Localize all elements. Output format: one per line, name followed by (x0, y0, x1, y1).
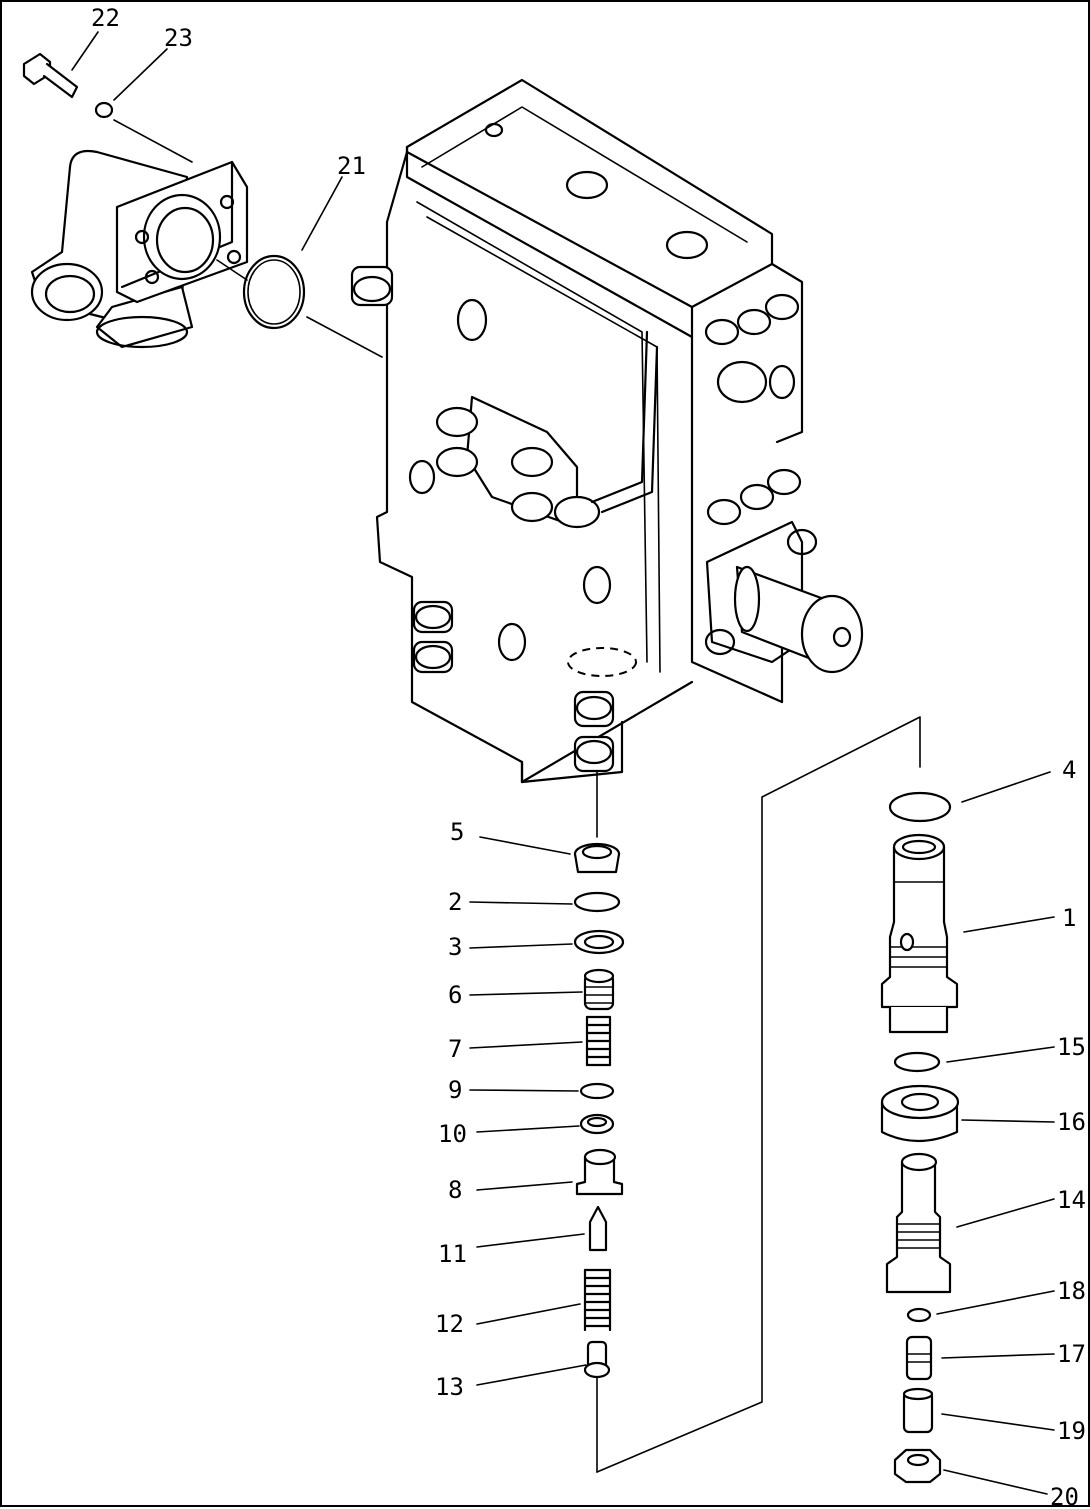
callout-15: 15 (1057, 1033, 1086, 1061)
callout-12: 12 (435, 1310, 464, 1338)
callout-22: 22 (91, 4, 120, 32)
callout-1: 1 (1062, 904, 1076, 932)
callouts: 22 23 21 4 5 2 3 6 7 9 10 8 11 12 13 1 1… (91, 4, 1086, 1509)
solenoid (705, 520, 864, 674)
leader-lines (71, 31, 1055, 1495)
callout-2: 2 (448, 888, 462, 916)
callout-17: 17 (1057, 1340, 1086, 1368)
callout-18: 18 (1057, 1277, 1086, 1305)
valve-body (350, 78, 864, 784)
callout-4: 4 (1062, 756, 1076, 784)
callout-6: 6 (448, 981, 462, 1009)
right-valve-stack (880, 791, 960, 1484)
left-spool-stack (573, 771, 625, 1473)
connector-line (596, 716, 921, 1473)
callout-11: 11 (438, 1240, 467, 1268)
callout-19: 19 (1057, 1417, 1086, 1445)
body-plugs (350, 265, 637, 773)
callout-13: 13 (435, 1373, 464, 1401)
center-flange (435, 330, 659, 529)
callout-8: 8 (448, 1176, 462, 1204)
bolt-22 (22, 52, 79, 99)
callout-14: 14 (1057, 1186, 1086, 1214)
elbow-fitting (30, 149, 249, 349)
o-ring-21 (242, 254, 306, 330)
callout-20: 20 (1050, 1483, 1079, 1509)
right-bolts (704, 293, 818, 656)
callout-9: 9 (448, 1076, 462, 1104)
washer-23 (94, 101, 114, 119)
callout-16: 16 (1057, 1108, 1086, 1136)
callout-5: 5 (450, 818, 464, 846)
callout-23: 23 (164, 24, 193, 52)
callout-10: 10 (438, 1120, 467, 1148)
callout-7: 7 (448, 1035, 462, 1063)
callout-3: 3 (448, 933, 462, 961)
callout-21: 21 (337, 152, 366, 180)
